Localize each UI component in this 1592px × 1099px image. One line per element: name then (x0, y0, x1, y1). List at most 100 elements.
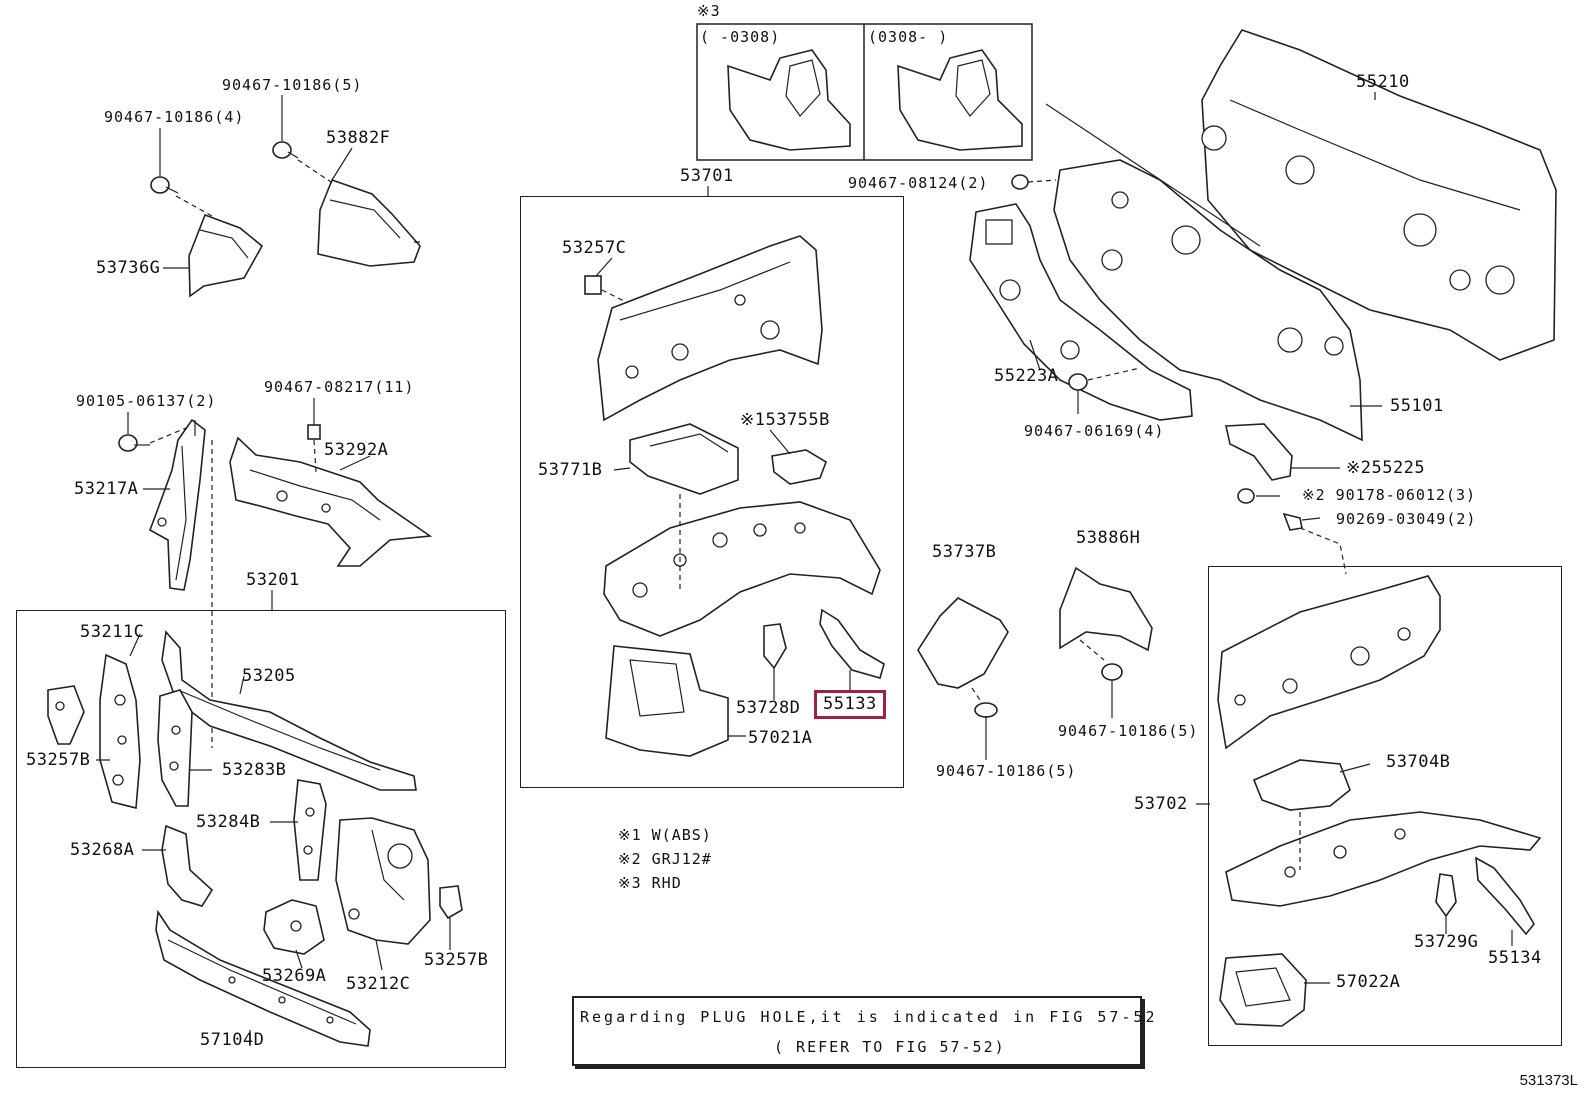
part-label-90467-08217[interactable]: 90467-08217(11) (264, 378, 415, 396)
bracket-53755B (771, 449, 827, 485)
part-label-53257B-right[interactable]: 53257B (424, 950, 489, 970)
part-label-53217A[interactable]: 53217A (74, 479, 139, 499)
bracket-53217A (149, 418, 206, 591)
part-label-90105-06137[interactable]: 90105-06137(2) (76, 392, 217, 410)
insulator-55223A (969, 203, 1193, 421)
bracket-53257B-right (439, 885, 463, 920)
part-label-53205[interactable]: 53205 (242, 666, 296, 686)
crossmember-57104D (155, 909, 371, 1047)
bracket-55225 (1225, 423, 1293, 481)
part-label-53701[interactable]: 53701 (680, 166, 734, 186)
reinforcement-55133 (819, 608, 885, 690)
part-label-53702[interactable]: 53702 (1134, 794, 1188, 814)
bracket-53704B (1252, 759, 1351, 811)
part-label-53257C[interactable]: 53257C (562, 238, 627, 258)
bolt-90467-10186-5-top (272, 95, 335, 185)
part-label-90467-10186-5-top[interactable]: 90467-10186(5) (222, 76, 363, 94)
part-label-53737B[interactable]: 53737B (932, 542, 997, 562)
insulator-53882F (317, 178, 421, 267)
bracket-53257B-left (47, 685, 85, 745)
part-label-53771B[interactable]: 53771B (538, 460, 603, 480)
figure-number: 531373L (1519, 1072, 1578, 1089)
part-label-90269-03049[interactable]: 90269-03049(2) (1336, 510, 1477, 528)
nut-90467-06169 (1068, 367, 1141, 414)
part-label-53728D[interactable]: 53728D (736, 698, 801, 718)
part-label-90467-06169[interactable]: 90467-06169(4) (1024, 422, 1165, 440)
part-label-90467-10186-4[interactable]: 90467-10186(4) (104, 108, 245, 126)
plug-hole-note: Regarding PLUG HOLE,it is indicated in F… (572, 996, 1154, 1066)
footnote-2: ※2 GRJ12# (618, 850, 712, 868)
part-label-55223A[interactable]: 55223A (994, 366, 1059, 386)
group-box-53702 (1208, 566, 1562, 1046)
part-label-57022A[interactable]: 57022A (1336, 972, 1401, 992)
dash-panel-55210 (1201, 29, 1557, 361)
clip-53257C (584, 275, 631, 305)
upper-support-53205 (161, 630, 417, 791)
bracket-53771B (629, 423, 739, 495)
part-label-55101[interactable]: 55101 (1390, 396, 1444, 416)
support-53212C (335, 817, 431, 945)
part-label-53283B[interactable]: 53283B (222, 760, 287, 780)
bolt-90467-10186-4 (150, 128, 213, 217)
apron-upper-53701 (597, 235, 823, 422)
inset-mark: ※3 (697, 2, 721, 20)
bracket-53729G (1435, 873, 1457, 934)
part-label-53268A[interactable]: 53268A (70, 840, 135, 860)
part-label-90467-10186-5-bot[interactable]: 90467-10186(5) (936, 762, 1077, 780)
footnote-3: ※3 RHD (618, 874, 682, 892)
part-label-53729G[interactable]: 53729G (1414, 932, 1479, 952)
gusset-57021A (605, 645, 729, 757)
part-label-53257B-left[interactable]: 53257B (26, 750, 91, 770)
bracket-53269A (263, 899, 325, 955)
part-label-55134[interactable]: 55134 (1488, 948, 1542, 968)
rhd-inset (696, 23, 1033, 161)
part-label-57021A[interactable]: 57021A (748, 728, 813, 748)
support-53211C (99, 653, 141, 810)
part-label-53292A[interactable]: 53292A (324, 440, 389, 460)
bolt-90105-06137 (118, 412, 150, 452)
part-label-53704B[interactable]: 53704B (1386, 752, 1451, 772)
apron-lower-53702 (1225, 811, 1542, 907)
group-box-53201 (16, 610, 506, 1068)
part-label-57104D[interactable]: 57104D (200, 1030, 265, 1050)
clip-90269-03049 (1282, 512, 1347, 575)
bracket-53728D (763, 623, 787, 700)
apron-lower (603, 494, 881, 637)
part-label-53284B[interactable]: 53284B (196, 812, 261, 832)
plug-hole-note-line1: Regarding PLUG HOLE,it is indicated in F… (580, 1008, 1158, 1026)
apron-upper-53702 (1217, 575, 1441, 750)
part-label-53269A[interactable]: 53269A (262, 966, 327, 986)
plug-hole-note-line2[interactable]: ( REFER TO FIG 57-52) (774, 1038, 1006, 1056)
bolt-90467-08217 (307, 398, 321, 473)
part-label-90178-06012[interactable]: ※2 90178-06012(3) (1302, 486, 1477, 504)
part-label-53886H[interactable]: 53886H (1076, 528, 1141, 548)
gusset-57022A (1219, 953, 1307, 1027)
reinforcement-55134 (1475, 856, 1535, 946)
brace-53283B (157, 689, 193, 807)
inset-right-range: (0308- ) (868, 28, 949, 46)
part-label-53212C[interactable]: 53212C (346, 974, 411, 994)
part-label-53882F[interactable]: 53882F (326, 128, 391, 148)
brace-53284B (293, 779, 327, 881)
insulator-53886H (1059, 566, 1153, 718)
part-label-53201[interactable]: 53201 (246, 570, 300, 590)
part-label-53755B[interactable]: ※153755B (740, 410, 830, 430)
part-label-90467-10186-5-mid[interactable]: 90467-10186(5) (1058, 722, 1199, 740)
insulator-53737B (917, 597, 1009, 760)
footnote-1: ※1 W(ABS) (618, 826, 712, 844)
group-box-53701 (520, 196, 904, 788)
part-label-90467-08124[interactable]: 90467-08124(2) (848, 174, 989, 192)
bracket-53268A (161, 824, 214, 907)
part-label-55210[interactable]: 55210 (1356, 72, 1410, 92)
nut-90178-06012 (1237, 488, 1255, 504)
insulator-53736G (188, 213, 264, 298)
part-label-53211C[interactable]: 53211C (80, 622, 145, 642)
part-label-55225[interactable]: ※255225 (1346, 458, 1426, 478)
insulator-55101 (1053, 159, 1363, 442)
fastener-90467-08124 (1011, 174, 1057, 190)
inset-left-range: ( -0308) (700, 28, 781, 46)
part-label-53736G[interactable]: 53736G (96, 258, 161, 278)
member-53292A (229, 436, 433, 567)
part-label-55133-highlighted[interactable]: 55133 (814, 690, 886, 719)
